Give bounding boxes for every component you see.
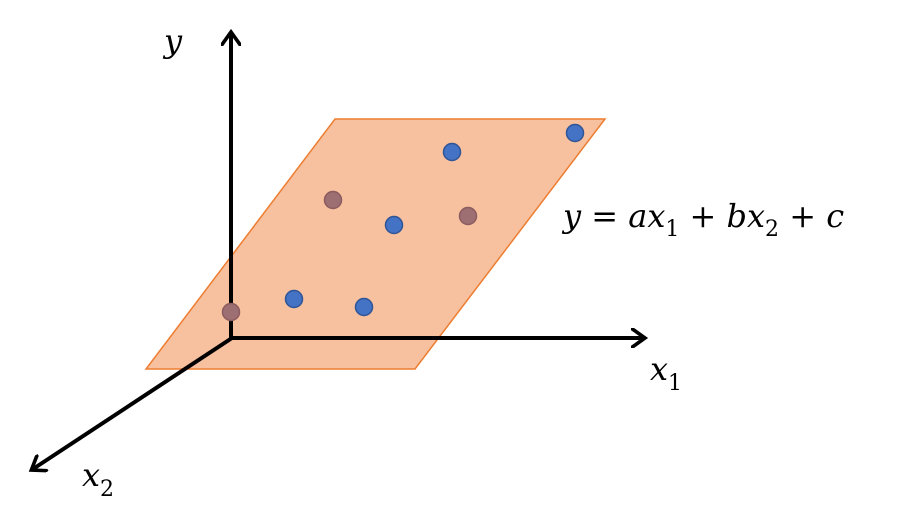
regression-plane bbox=[144, 118, 607, 370]
data-point-below-plane bbox=[221, 302, 241, 322]
x2-axis-line bbox=[33, 336, 234, 469]
data-point-above-plane bbox=[284, 289, 304, 309]
y-axis-label: y bbox=[162, 22, 183, 60]
data-point-above-plane bbox=[565, 123, 585, 143]
equation-term: + bx bbox=[679, 197, 765, 235]
x2-axis-label-subscript: 2 bbox=[100, 477, 114, 502]
x2-axis-label: x2 bbox=[82, 456, 114, 502]
x1-axis-label-subscript: 1 bbox=[668, 371, 682, 396]
data-point-below-plane bbox=[458, 206, 478, 226]
equation-term: + c bbox=[779, 197, 844, 235]
x2-axis-label-base: x bbox=[82, 456, 100, 494]
regression-equation: y = ax1 + bx2 + c bbox=[561, 197, 844, 242]
data-point-below-plane bbox=[323, 190, 343, 210]
data-point-above-plane bbox=[442, 142, 462, 162]
data-point-above-plane bbox=[354, 297, 374, 317]
data-points bbox=[221, 123, 585, 322]
equation-subscript: 1 bbox=[665, 217, 679, 242]
equation-subscript: 2 bbox=[765, 217, 779, 242]
data-point-above-plane bbox=[384, 215, 404, 235]
equation-term: y = ax bbox=[561, 197, 665, 235]
axes bbox=[33, 34, 643, 469]
x1-axis-label-base: x bbox=[650, 350, 668, 388]
x1-axis-label: x1 bbox=[650, 350, 682, 396]
